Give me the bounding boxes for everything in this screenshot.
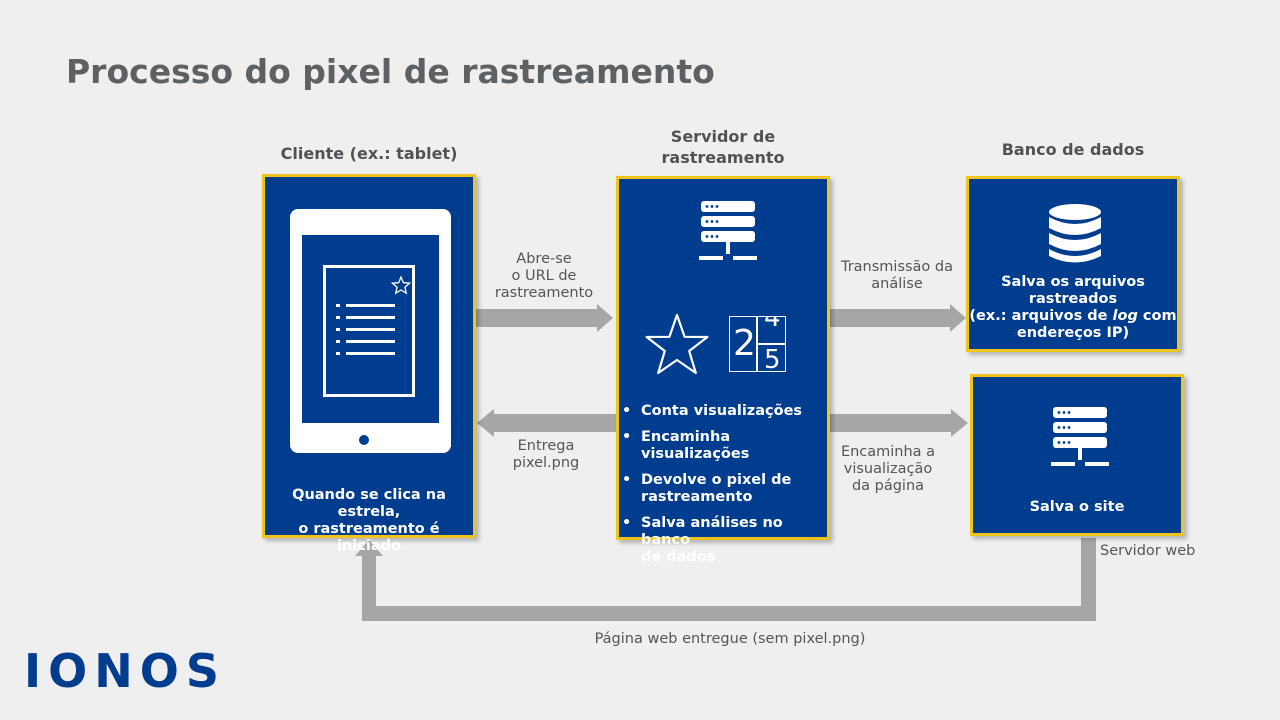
database-icon <box>1049 204 1101 263</box>
label-transmit: Transmissão da análise <box>840 259 954 292</box>
page-title: Processo do pixel de rastreamento <box>66 52 715 91</box>
label-open-url: Abre-se o URL de rastreamento <box>494 251 594 301</box>
web-server-box: Salva o site <box>970 374 1184 536</box>
database-caption: Salva os arquivos rastreados (ex.: arqui… <box>969 274 1177 341</box>
list-item: Encaminha visualizações <box>619 429 827 463</box>
web-server-label: Servidor web <box>1100 543 1196 559</box>
ionos-logo: IONOS <box>24 644 226 698</box>
tracking-bullets: Conta visualizações Encaminha visualizaç… <box>619 403 827 575</box>
list-item: Conta visualizações <box>619 403 827 420</box>
arrow-bottom-return <box>355 538 1096 621</box>
client-caption: Quando se clica na estrela, o rastreamen… <box>292 487 446 554</box>
heading-tracking-server: Servidor de rastreamento <box>661 127 785 167</box>
tablet-icon <box>290 209 451 453</box>
label-bottom-return: Página web entregue (sem pixel.png) <box>594 631 866 647</box>
server-icon <box>699 201 757 260</box>
heading-database: Banco de dados <box>1001 140 1145 159</box>
arrow-forward <box>830 409 968 437</box>
heading-client: Cliente (ex.: tablet) <box>280 144 458 163</box>
label-forward: Encaminha a visualização da página <box>840 444 936 494</box>
label-deliver-pixel: Entrega pixel.png <box>512 438 580 471</box>
server-icon <box>1051 407 1109 466</box>
counter-icon: 2 4 5 <box>729 316 786 372</box>
arrow-open-url <box>476 304 613 332</box>
star-icon <box>390 275 412 295</box>
star-outline-icon <box>645 313 709 375</box>
client-box: Quando se clica na estrela, o rastreamen… <box>262 174 476 554</box>
database-box: Salva os arquivos rastreados (ex.: arqui… <box>966 176 1180 352</box>
arrow-deliver-pixel <box>477 409 616 437</box>
tracking-server-box: 2 4 5 Conta visualizações Encaminha visu… <box>616 176 830 565</box>
web-server-caption: Salva o site <box>1029 499 1125 515</box>
arrow-transmit <box>830 304 966 332</box>
